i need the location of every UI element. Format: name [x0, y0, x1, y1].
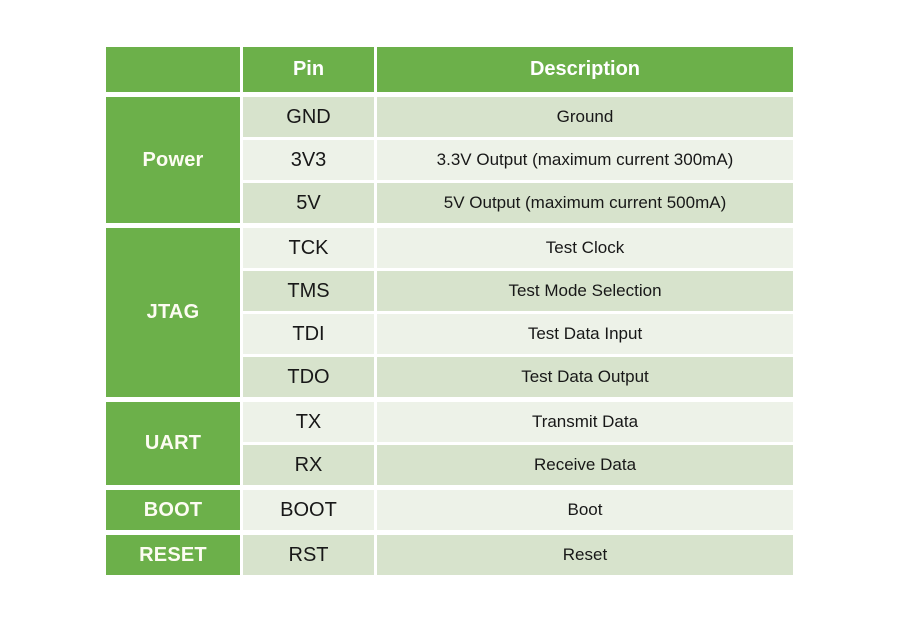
group-cell-uart: UART [106, 397, 240, 485]
pin-cell: RST [240, 530, 377, 575]
description-cell: Receive Data [377, 442, 793, 485]
description-cell: Boot [377, 485, 793, 530]
table-row: RESET RST Reset [106, 530, 793, 575]
table-row: BOOT BOOT Boot [106, 485, 793, 530]
header-description-cell: Description [377, 47, 793, 92]
header-group-cell [106, 47, 240, 92]
description-cell: Test Data Input [377, 311, 793, 354]
table-row: TMS Test Mode Selection [106, 268, 793, 311]
description-cell: Test Clock [377, 223, 793, 268]
pin-cell: TDO [240, 354, 377, 397]
pin-cell: TX [240, 397, 377, 442]
description-cell: Test Data Output [377, 354, 793, 397]
description-cell: 3.3V Output (maximum current 300mA) [377, 137, 793, 180]
group-cell-jtag: JTAG [106, 223, 240, 397]
group-cell-reset: RESET [106, 530, 240, 575]
pin-cell: 5V [240, 180, 377, 223]
description-cell: Reset [377, 530, 793, 575]
table-header-row: Pin Description [106, 47, 793, 92]
table-row: UART TX Transmit Data [106, 397, 793, 485]
pin-cell: TDI [240, 311, 377, 354]
description-cell: Transmit Data [377, 397, 793, 442]
pin-cell: TCK [240, 223, 377, 268]
table-row: 5V 5V Output (maximum current 500mA) [106, 180, 793, 223]
description-cell: Ground [377, 92, 793, 137]
header-pin-cell: Pin [240, 47, 377, 92]
pin-cell: 3V3 [240, 137, 377, 180]
group-cell-power: Power [106, 92, 240, 223]
table-row: TDI Test Data Input [106, 311, 793, 354]
pin-description-table: Pin Description Power GND Ground 3V3 3.3… [106, 47, 793, 575]
description-cell: Test Mode Selection [377, 268, 793, 311]
pin-cell: RX [240, 442, 377, 485]
pin-cell: GND [240, 92, 377, 137]
table-row: JTAG TCK Test Clock [106, 223, 793, 397]
table-row: TDO Test Data Output [106, 354, 793, 397]
group-cell-boot: BOOT [106, 485, 240, 530]
description-cell: 5V Output (maximum current 500mA) [377, 180, 793, 223]
pin-cell: BOOT [240, 485, 377, 530]
table-row: 3V3 3.3V Output (maximum current 300mA) [106, 137, 793, 180]
table-row: Power GND Ground [106, 92, 793, 223]
pin-cell: TMS [240, 268, 377, 311]
table-row: RX Receive Data [106, 442, 793, 485]
